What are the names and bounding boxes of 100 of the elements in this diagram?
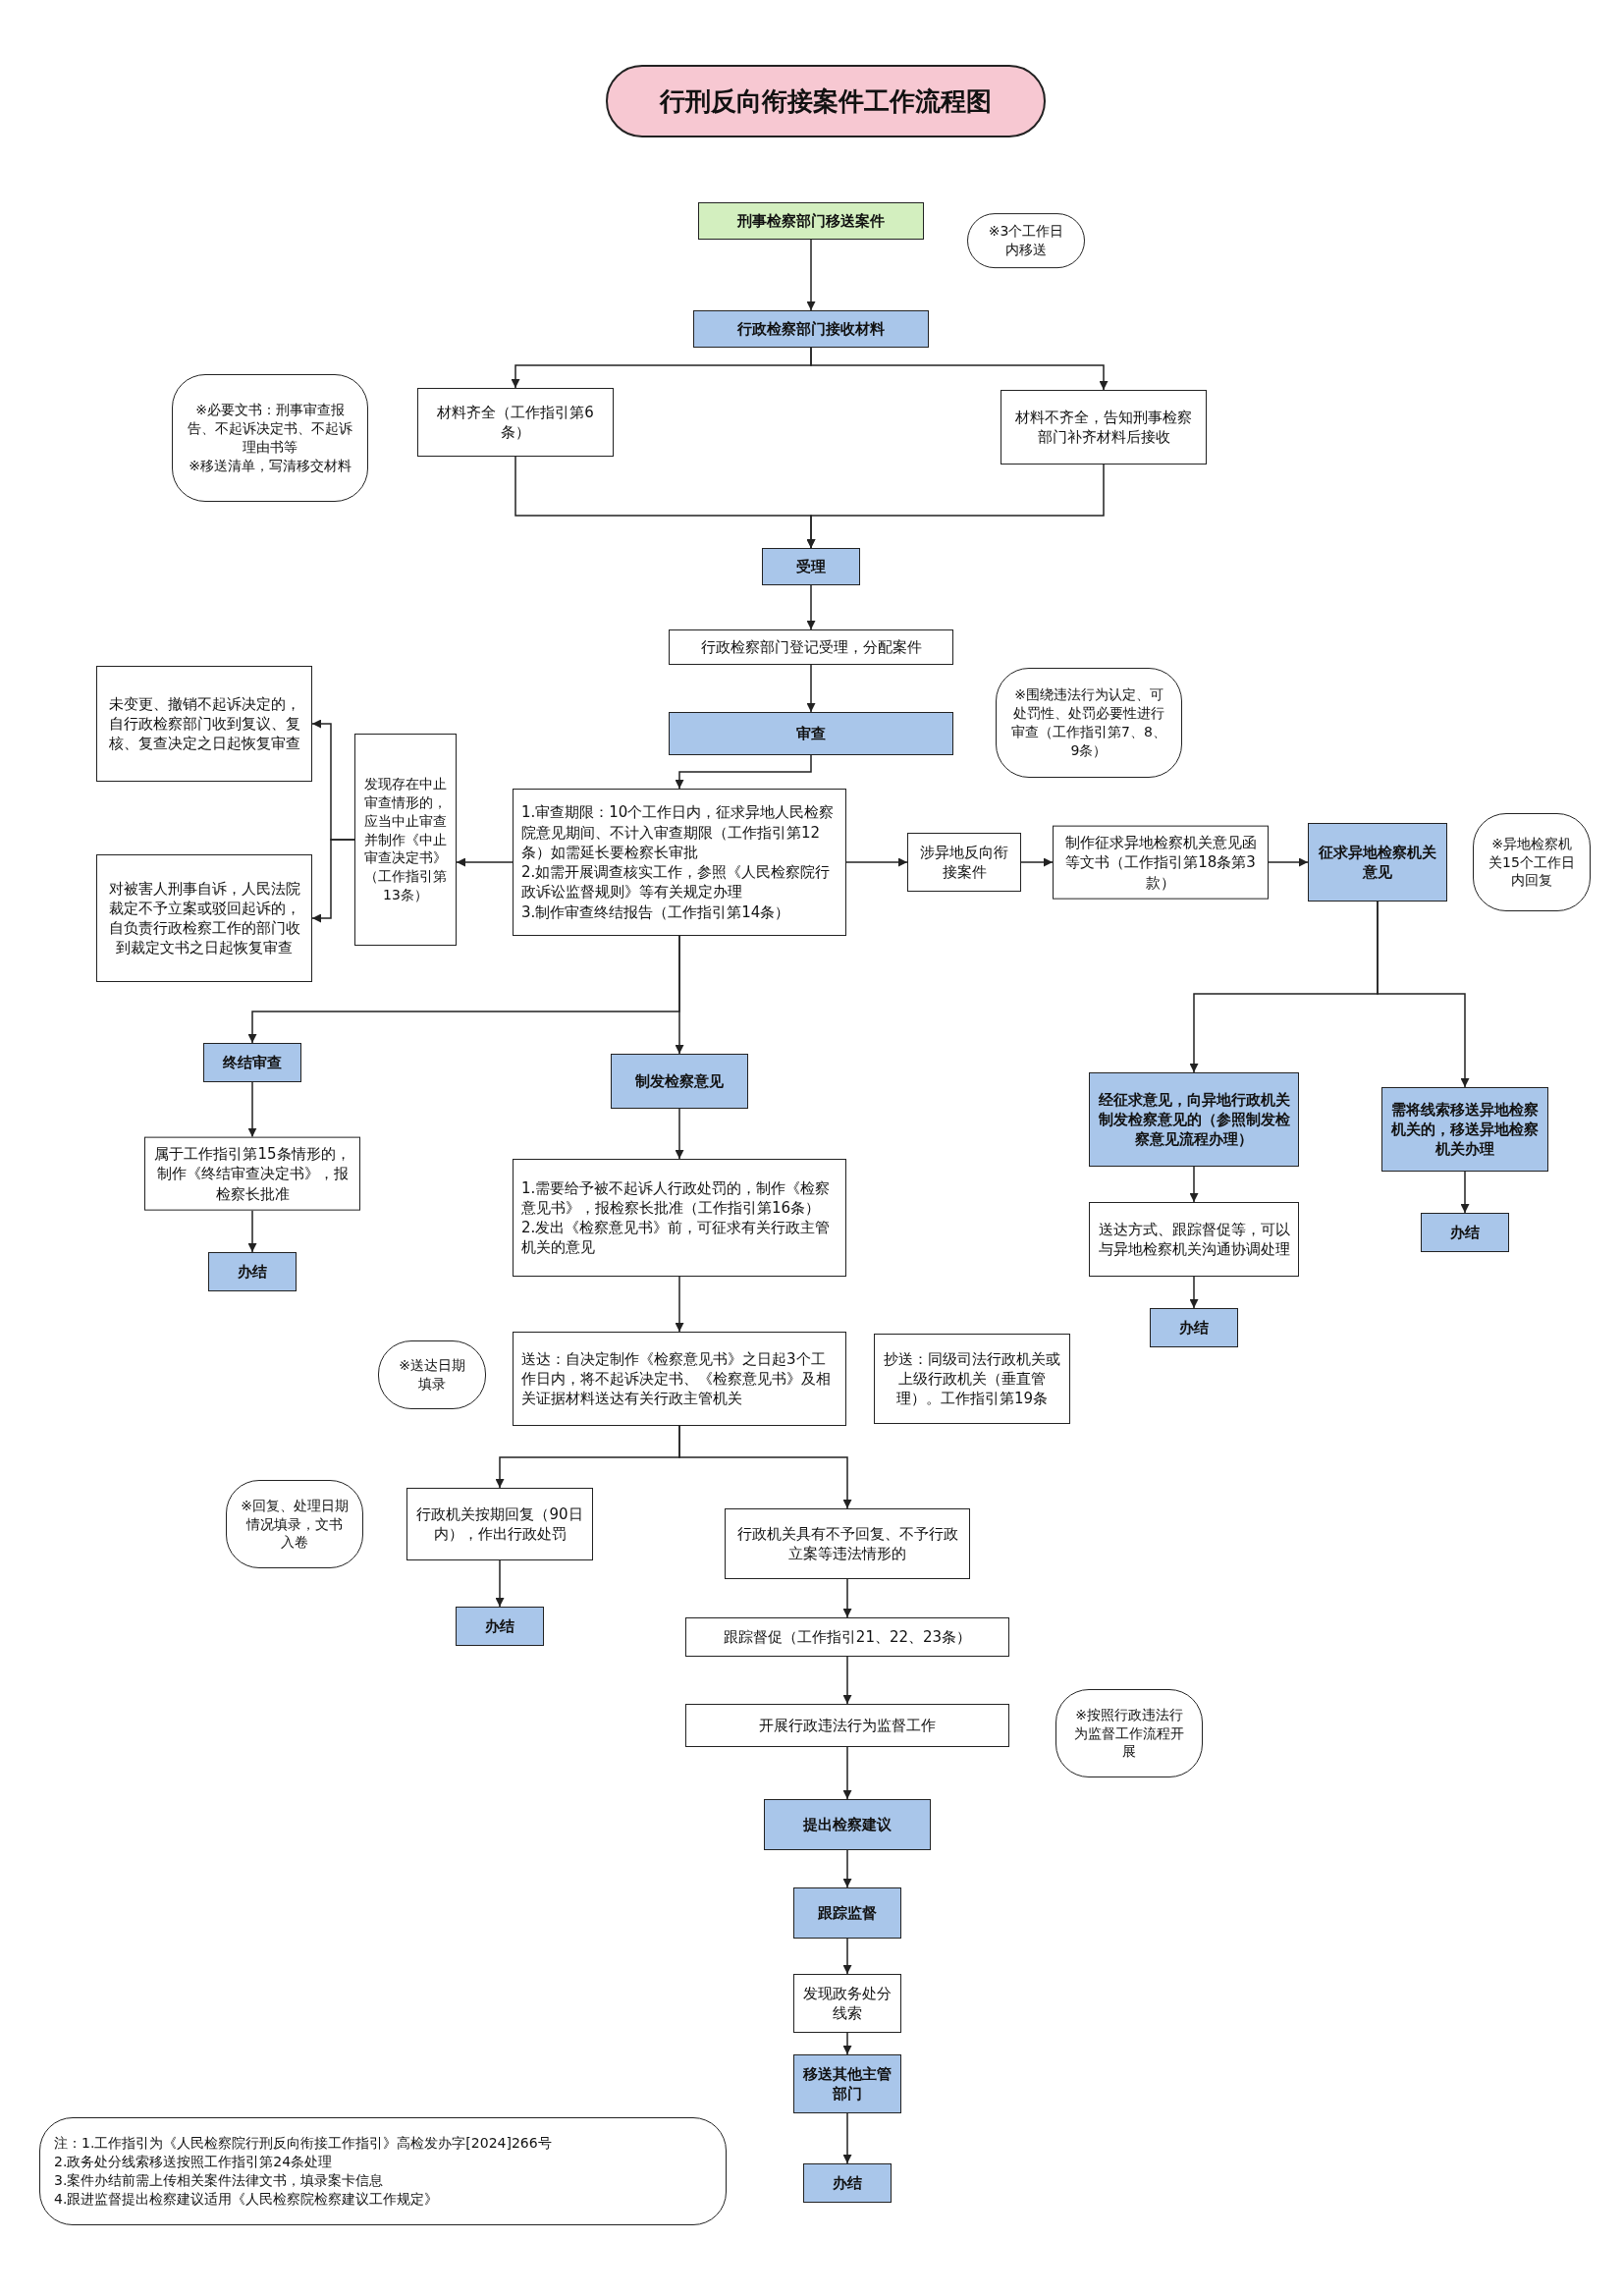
- arrow: [810, 347, 1109, 391]
- process-box: [96, 666, 312, 782]
- arrow: [247, 1209, 257, 1253]
- step-text: 终结审查: [223, 1052, 282, 1073]
- process-box: [96, 854, 312, 982]
- step-text: 办结: [485, 1615, 514, 1637]
- title-banner: 行刑反向衔接案件工作流程图: [606, 65, 1046, 137]
- arrow: [1377, 901, 1470, 1088]
- arrow: [678, 1425, 852, 1509]
- arrow: [247, 1081, 257, 1138]
- step-text: 材料齐全（工作指引第6条）: [436, 402, 595, 443]
- step-text: 行政机关具有不予回复、不予行政立案等违法情形的: [735, 1523, 959, 1564]
- note-text: 4.跟进监督提出检察建议适用《人民检察院检察建议工作规定》: [54, 2189, 439, 2209]
- note-bubble: [172, 374, 368, 502]
- step-text: 刑事检察部门移送案件: [737, 210, 885, 232]
- process-box: [1001, 390, 1207, 465]
- key-step-box: [1381, 1087, 1548, 1172]
- start-box: [698, 202, 924, 240]
- note-bubble: [1473, 813, 1591, 911]
- arrow: [456, 857, 514, 867]
- arrow: [311, 839, 355, 923]
- note-text: ※送达日期填录: [398, 1356, 466, 1394]
- note-text: ※异地检察机关15个工作日内回复: [1488, 834, 1576, 891]
- key-step-box: [803, 2163, 892, 2203]
- note-text: ※回复、处理日期情况填录，文书入卷: [241, 1496, 349, 1553]
- note-bubble: [39, 2117, 727, 2225]
- step-text: 涉异地反向衔接案件: [919, 842, 1009, 883]
- arrow: [842, 1656, 852, 1705]
- arrow: [1189, 1276, 1199, 1309]
- key-step-box: [611, 1054, 748, 1109]
- step-text: 行政检察部门登记受理，分配案件: [700, 636, 922, 658]
- step-text: 抄送：同级司法行政机关或上级行政机关（垂直管理）。工作指引第19条: [883, 1348, 1061, 1409]
- note-text: ※3个工作日内移送: [987, 222, 1065, 259]
- arrow: [1268, 857, 1309, 867]
- step-text: 审查: [796, 723, 826, 744]
- step-text: 送达方式、跟踪督促等，可以与异地检察机关沟通协调处理: [1098, 1219, 1290, 1260]
- arrow: [806, 239, 816, 311]
- process-box: [725, 1508, 970, 1579]
- arrow: [1189, 1166, 1199, 1203]
- arrow: [842, 1746, 852, 1800]
- note-text: ※按照行政违法行为监督工作流程开展: [1073, 1705, 1185, 1762]
- step-text: 移送其他主管部门: [802, 2063, 893, 2105]
- process-box: [144, 1136, 360, 1211]
- step-text: 1.需要给予被不起诉人行政处罚的，制作《检察意见书》，报检察长批准（工作指引第16条）: [521, 1177, 832, 1218]
- note-bubble: [996, 668, 1182, 778]
- process-box: [1089, 1202, 1299, 1277]
- step-text: 跟踪监督: [818, 1902, 877, 1924]
- step-text: 开展行政违法行为监督工作: [759, 1715, 936, 1736]
- key-step-box: [208, 1252, 297, 1291]
- step-text: 办结: [1450, 1222, 1480, 1243]
- step-text: 3.制作审查终结报告（工作指引第14条）: [521, 902, 790, 922]
- arrow: [1460, 1171, 1470, 1214]
- process-box: [354, 734, 457, 946]
- key-step-box: [1308, 823, 1447, 902]
- process-box: [1053, 825, 1269, 900]
- process-box: [513, 789, 846, 936]
- process-box: [669, 629, 953, 665]
- arrow: [675, 1108, 684, 1160]
- arrow: [1020, 857, 1054, 867]
- arrow: [806, 464, 1105, 549]
- step-text: 发现政务处分线索: [802, 1983, 893, 2024]
- step-text: 办结: [238, 1261, 267, 1283]
- process-box: [874, 1334, 1070, 1424]
- step-text: 制发检察意见: [635, 1070, 724, 1092]
- note-text: ※移送清单，写清移交材料: [189, 456, 352, 475]
- note-bubble: [226, 1480, 363, 1568]
- key-step-box: [1421, 1213, 1509, 1252]
- key-step-box: [1089, 1072, 1299, 1167]
- process-box: [685, 1617, 1009, 1657]
- step-text: 未变更、撤销不起诉决定的，自行政检察部门收到复议、复核、复查决定之日起恢复审查: [107, 693, 301, 754]
- arrow: [247, 935, 680, 1044]
- step-text: 征求异地检察机关意见: [1318, 842, 1437, 883]
- arrow: [675, 1276, 684, 1333]
- step-text: 受理: [796, 556, 826, 577]
- arrow: [842, 2112, 852, 2164]
- key-step-box: [764, 1799, 931, 1850]
- step-text: 行政检察部门接收材料: [737, 318, 885, 340]
- process-box: [513, 1159, 846, 1277]
- process-box: [793, 1974, 901, 2033]
- step-text: 制作征求异地检察机关意见函等文书（工作指引第18条第3款）: [1063, 832, 1258, 893]
- arrow: [842, 2032, 852, 2055]
- arrow: [842, 1578, 852, 1618]
- key-step-box: [1150, 1308, 1238, 1347]
- process-box: [417, 388, 614, 457]
- key-step-box: [762, 548, 860, 585]
- process-box: [406, 1488, 593, 1560]
- step-text: 行政机关按期回复（90日内），作出行政处罚: [415, 1503, 584, 1545]
- step-text: 对被害人刑事自诉，人民法院裁定不予立案或驳回起诉的，自负责行政检察工作的部门收到裁定文书之日起恢复审查: [107, 878, 301, 958]
- key-step-box: [793, 1887, 901, 1939]
- step-text: 发现存在中止审查情形的，应当中止审查并制作《中止审查决定书》（工作指引第13条）: [363, 774, 448, 905]
- note-text: 2.政务处分线索移送按照工作指引第24条处理: [54, 2153, 333, 2171]
- arrow: [845, 857, 908, 867]
- note-bubble: [967, 213, 1085, 268]
- arrow: [495, 1559, 505, 1608]
- step-text: 提出检察建议: [803, 1814, 892, 1835]
- key-step-box: [693, 310, 929, 348]
- step-text: 送达：自决定制作《检察意见书》之日起3个工作日内，将不起诉决定书、《检察意见书》及相关证据材料送达有关行政主管机关: [521, 1348, 832, 1409]
- process-box: [685, 1704, 1009, 1747]
- note-bubble: [1055, 1689, 1203, 1777]
- step-text: 需将线索移送异地检察机关的，移送异地检察机关办理: [1390, 1099, 1540, 1160]
